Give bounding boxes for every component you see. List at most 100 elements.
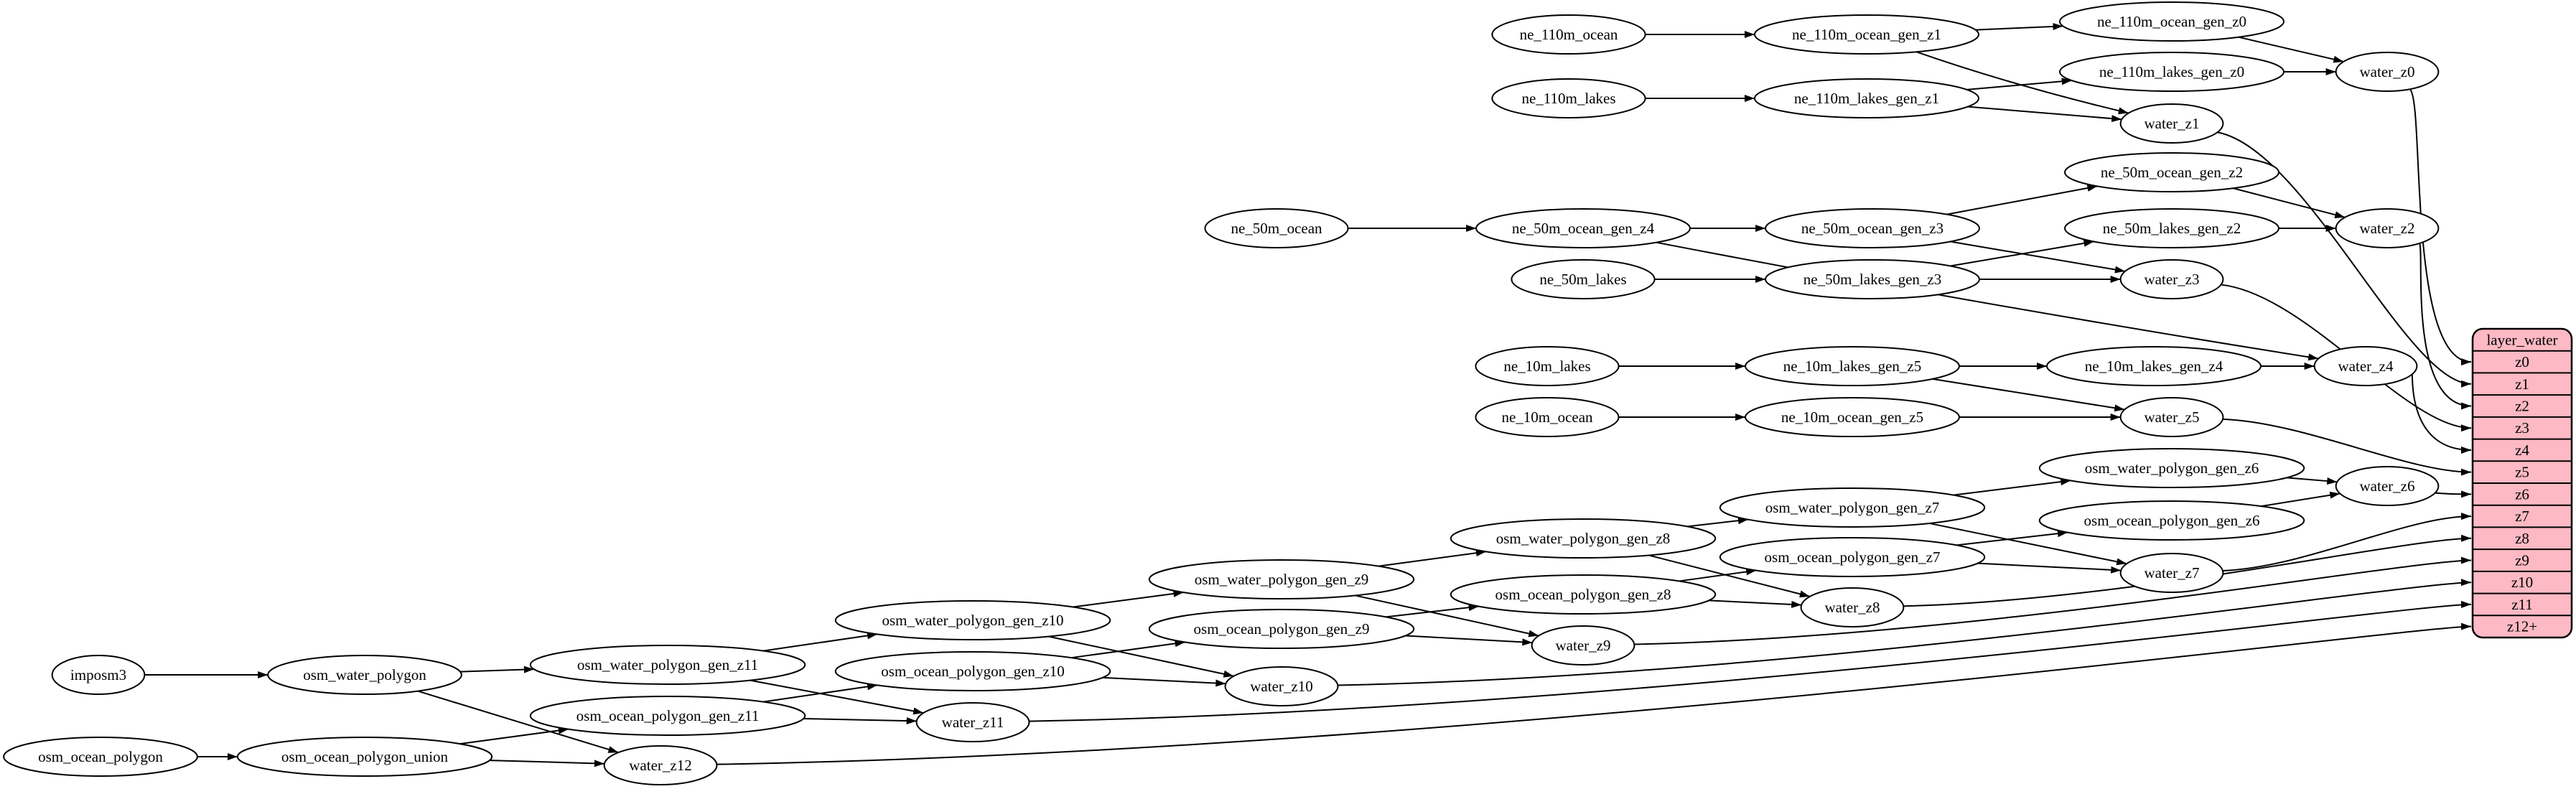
record-row-z1: z1 xyxy=(2515,375,2529,393)
node-label: water_z10 xyxy=(1250,678,1312,695)
node-label: ne_50m_lakes_gen_z3 xyxy=(1803,271,1941,288)
node-label: ne_110m_lakes_gen_z1 xyxy=(1794,90,1939,107)
node-label: water_z11 xyxy=(942,714,1004,731)
node-label: ne_50m_ocean xyxy=(1231,220,1322,237)
node-ellipse xyxy=(1511,259,1656,299)
node-ellipse xyxy=(1719,537,1986,577)
node-ne_50m_ocean_gen_z3: ne_50m_ocean_gen_z3 xyxy=(1765,208,1980,248)
edge-osm_ocean_polygon_gen_z8-to-water_z8 xyxy=(1709,599,1802,608)
node-ellipse xyxy=(1491,78,1646,118)
node-label: osm_ocean_polygon xyxy=(38,748,163,765)
node-label: osm_water_polygon_gen_z6 xyxy=(2085,459,2259,477)
node-label: osm_ocean_polygon_gen_z11 xyxy=(577,707,760,724)
node-ellipse xyxy=(529,696,806,736)
edge-water_z11-to-layer_water-z11 xyxy=(1029,600,2472,722)
node-label: ne_50m_ocean_gen_z4 xyxy=(1512,220,1655,237)
node-label: ne_10m_ocean xyxy=(1501,408,1593,426)
node-ellipse xyxy=(1745,397,1960,437)
node-water_z2: water_z2 xyxy=(2335,208,2440,248)
node-label: osm_water_polygon_gen_z8 xyxy=(1496,530,1671,547)
node-ellipse xyxy=(1745,346,1960,386)
node-label: water_z9 xyxy=(1556,637,1611,654)
node-ellipse xyxy=(1450,518,1717,559)
edge-osm_water_polygon_gen_z9-to-osm_water_polygon_gen_z8 xyxy=(1378,549,1486,567)
node-ne_110m_ocean: ne_110m_ocean xyxy=(1491,14,1646,55)
edge-osm_ocean_polygon_gen_z6-to-water_z6 xyxy=(2261,491,2341,508)
node-label: ne_110m_ocean_gen_z1 xyxy=(1792,26,1941,43)
node-label: water_z2 xyxy=(2360,220,2415,237)
node-ellipse xyxy=(2064,208,2279,248)
node-label: ne_10m_lakes_gen_z4 xyxy=(2085,358,2223,375)
node-water_z9: water_z9 xyxy=(1531,625,1635,666)
node-ellipse xyxy=(51,655,146,695)
node-ellipse xyxy=(1754,14,1979,55)
edge-osm_water_polygon_gen_z7-to-water_z7 xyxy=(1929,522,2127,566)
record-row-z11: z11 xyxy=(2511,596,2533,613)
node-ellipse xyxy=(1491,14,1646,55)
edge-ne_110m_ocean_gen_z1-to-water_z1 xyxy=(1915,51,2129,115)
edge-water_z1-to-layer_water-z1 xyxy=(2217,131,2472,388)
node-ellipse xyxy=(2119,259,2224,299)
node-ellipse xyxy=(2038,500,2305,541)
node-ellipse xyxy=(1450,574,1717,615)
node-label: ne_10m_ocean_gen_z5 xyxy=(1781,408,1923,426)
edge-osm_water_polygon_gen_z11-to-osm_water_polygon_gen_z10 xyxy=(762,632,878,652)
edge-ne_110m_ocean_gen_z1-to-ne_110m_ocean_gen_z0 xyxy=(1975,23,2063,31)
edge-osm_water_polygon_gen_z6-to-water_z6 xyxy=(2287,477,2338,485)
node-osm_ocean_polygon_union: osm_ocean_polygon_union xyxy=(236,737,493,777)
record-row-z4: z4 xyxy=(2515,442,2529,459)
edge-ne_50m_lakes_gen_z3-to-ne_50m_lakes_gen_z2 xyxy=(1950,239,2094,267)
node-label: ne_110m_ocean xyxy=(1520,26,1618,43)
edge-water_z7-to-layer_water-z7 xyxy=(2222,513,2472,572)
node-label: ne_50m_lakes xyxy=(1539,271,1626,288)
node-ellipse xyxy=(834,651,1111,691)
record-row-z0: z0 xyxy=(2515,353,2529,370)
edge-osm_ocean_polygon_gen_z8-to-osm_ocean_polygon_gen_z7 xyxy=(1679,568,1757,582)
edge-osm_ocean_polygon_gen_z7-to-osm_ocean_polygon_gen_z6 xyxy=(1956,530,2068,546)
node-label: osm_ocean_polygon_union xyxy=(281,748,449,765)
node-ellipse xyxy=(1765,208,1980,248)
edge-layer xyxy=(144,23,2472,767)
node-ellipse xyxy=(2059,52,2285,92)
node-ellipse xyxy=(834,600,1111,640)
node-label: ne_50m_ocean_gen_z3 xyxy=(1801,220,1943,237)
edge-water_z2-to-layer_water-z2 xyxy=(2418,243,2472,410)
node-ellipse xyxy=(603,745,718,785)
node-ellipse xyxy=(1765,259,1980,299)
node-label: water_z8 xyxy=(1825,599,1880,616)
edge-osm_ocean_polygon_gen_z10-to-osm_ocean_polygon_gen_z9 xyxy=(1071,640,1185,659)
node-label: osm_water_polygon_gen_z10 xyxy=(882,612,1063,629)
node-ellipse xyxy=(236,737,493,777)
edge-osm_ocean_polygon_gen_z7-to-water_z7 xyxy=(1977,562,2122,574)
record-row-z5: z5 xyxy=(2515,464,2529,481)
edge-osm_water_polygon_gen_z7-to-osm_water_polygon_gen_z6 xyxy=(1953,478,2071,496)
node-osm_water_polygon: osm_water_polygon xyxy=(267,655,462,695)
node-osm_water_polygon_gen_z7: osm_water_polygon_gen_z7 xyxy=(1719,487,1986,528)
edge-osm_ocean_polygon_gen_z9-to-osm_ocean_polygon_gen_z8 xyxy=(1386,604,1479,618)
node-ne_10m_lakes_gen_z4: ne_10m_lakes_gen_z4 xyxy=(2046,346,2262,386)
record-row-z3: z3 xyxy=(2515,419,2529,436)
node-osm_water_polygon_gen_z6: osm_water_polygon_gen_z6 xyxy=(2038,448,2305,488)
edge-ne_110m_lakes_gen_z1-to-water_z1 xyxy=(1967,106,2122,123)
node-ellipse xyxy=(1754,78,1979,118)
record-row-z7: z7 xyxy=(2515,508,2529,525)
node-water_z1: water_z1 xyxy=(2119,103,2224,144)
node-label: ne_50m_lakes_gen_z2 xyxy=(2103,220,2241,237)
node-layer: ne_110m_ocean ne_110m_ocean_gen_z1 ne_110m… xyxy=(3,1,2440,785)
node-water_z3: water_z3 xyxy=(2119,259,2224,299)
node-label: ne_110m_ocean_gen_z0 xyxy=(2097,13,2246,30)
node-osm_water_polygon_gen_z10: osm_water_polygon_gen_z10 xyxy=(834,600,1111,640)
node-water_z4: water_z4 xyxy=(2313,346,2418,386)
node-osm_water_polygon_gen_z11: osm_water_polygon_gen_z11 xyxy=(529,645,806,685)
node-osm_ocean_polygon: osm_ocean_polygon xyxy=(3,737,198,777)
edge-osm_water_polygon-to-water_z12 xyxy=(417,690,619,754)
node-ellipse xyxy=(2038,448,2305,488)
edge-osm_water_polygon_gen_z10-to-osm_water_polygon_gen_z9 xyxy=(1073,589,1184,608)
node-label: osm_ocean_polygon_gen_z7 xyxy=(1765,548,1941,566)
node-ne_110m_lakes_gen_z1: ne_110m_lakes_gen_z1 xyxy=(1754,78,1979,118)
node-label: osm_ocean_polygon_gen_z8 xyxy=(1495,586,1671,603)
node-label: water_z6 xyxy=(2360,477,2415,495)
node-ellipse xyxy=(2064,152,2279,192)
edge-ne_50m_ocean_gen_z3-to-ne_50m_ocean_gen_z2 xyxy=(1946,185,2098,215)
